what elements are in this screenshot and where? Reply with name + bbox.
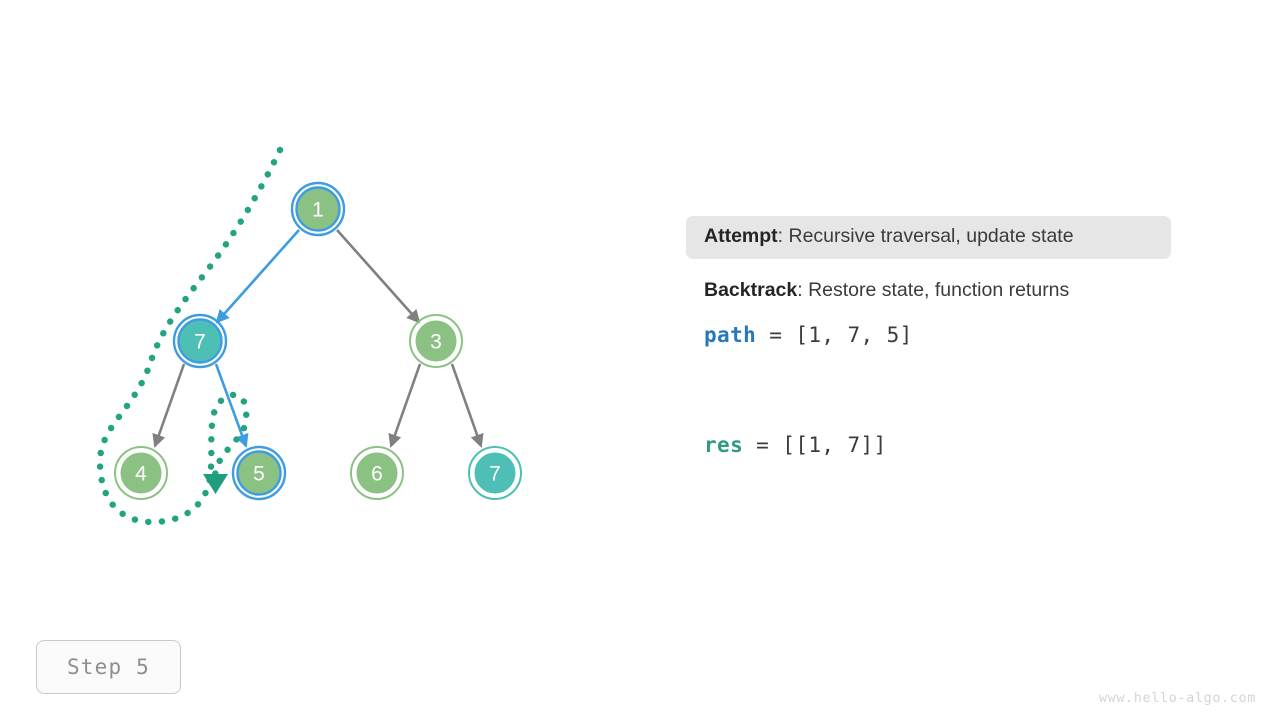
backtrack-label: Backtrack (704, 278, 798, 301)
tree-node-6[interactable]: 6 (350, 446, 404, 500)
info-panel: Attempt: Recursive traversal, update sta… (686, 216, 1206, 457)
backtrack-trace (96, 146, 284, 526)
node-7-left-highlight-ring (172, 313, 228, 369)
node-3-outer-ring (409, 314, 463, 368)
site-watermark: www.hello-algo.com (1098, 690, 1256, 706)
step-badge: Step 5 (36, 640, 181, 694)
node-5-highlight-ring (231, 445, 287, 501)
node-1-highlight-ring (290, 181, 346, 237)
node-5-label: 5 (253, 463, 265, 486)
node-1-body (295, 186, 341, 232)
edge-7-to-5 (214, 363, 249, 448)
step-badge-label: Step 5 (66, 655, 151, 679)
tree-node-3[interactable]: 3 (409, 314, 463, 368)
node-7-right-outer-ring (468, 446, 522, 500)
node-6-outer-ring (350, 446, 404, 500)
node-4-outer-ring (114, 446, 168, 500)
attempt-line: Attempt: Recursive traversal, update sta… (704, 225, 1153, 247)
res-state-line: res = [[1, 7]] (686, 433, 1206, 457)
node-4-body (118, 450, 164, 496)
binary-tree-graphic: 1 7 3 4 (96, 146, 522, 526)
node-1-label: 1 (312, 199, 324, 222)
edge-1-to-7 (215, 229, 300, 324)
edge-7-to-4 (152, 363, 186, 448)
node-3-label: 3 (430, 331, 442, 354)
attempt-label: Attempt (704, 225, 778, 247)
attempt-text: : Recursive traversal, update state (777, 225, 1074, 247)
node-7-right-body (472, 450, 518, 496)
res-variable-name: res (704, 433, 744, 457)
node-6-label: 6 (371, 463, 383, 486)
node-7-left-label: 7 (194, 331, 206, 354)
node-6-body (354, 450, 400, 496)
edge-3-to-6 (388, 363, 422, 448)
trace-arrowhead-icon (203, 474, 228, 494)
path-variable-value: = [1, 7, 5] (756, 323, 913, 347)
node-4-label: 4 (135, 463, 147, 486)
edge-3-to-7 (450, 363, 484, 448)
tree-node-1[interactable]: 1 (290, 181, 346, 237)
path-variable-name: path (704, 323, 757, 347)
backtrack-line: Backtrack: Restore state, function retur… (686, 278, 1206, 301)
edge-1-to-3 (336, 229, 421, 324)
path-state-line: path = [1, 7, 5] (686, 323, 1206, 347)
node-7-left-body (177, 318, 223, 364)
tree-nodes: 1 7 3 4 (114, 181, 522, 501)
node-3-body (413, 318, 459, 364)
tree-node-5[interactable]: 5 (231, 445, 287, 501)
tree-node-7-left[interactable]: 7 (172, 313, 228, 369)
tree-node-7-right[interactable]: 7 (468, 446, 522, 500)
backtrack-text: : Restore state, function returns (797, 278, 1070, 301)
node-5-body (236, 450, 282, 496)
tree-edges (152, 229, 484, 448)
node-7-right-label: 7 (489, 463, 501, 486)
tree-node-4[interactable]: 4 (114, 446, 168, 500)
attempt-callout: Attempt: Recursive traversal, update sta… (686, 216, 1171, 259)
res-variable-value: = [[1, 7]] (743, 433, 887, 457)
